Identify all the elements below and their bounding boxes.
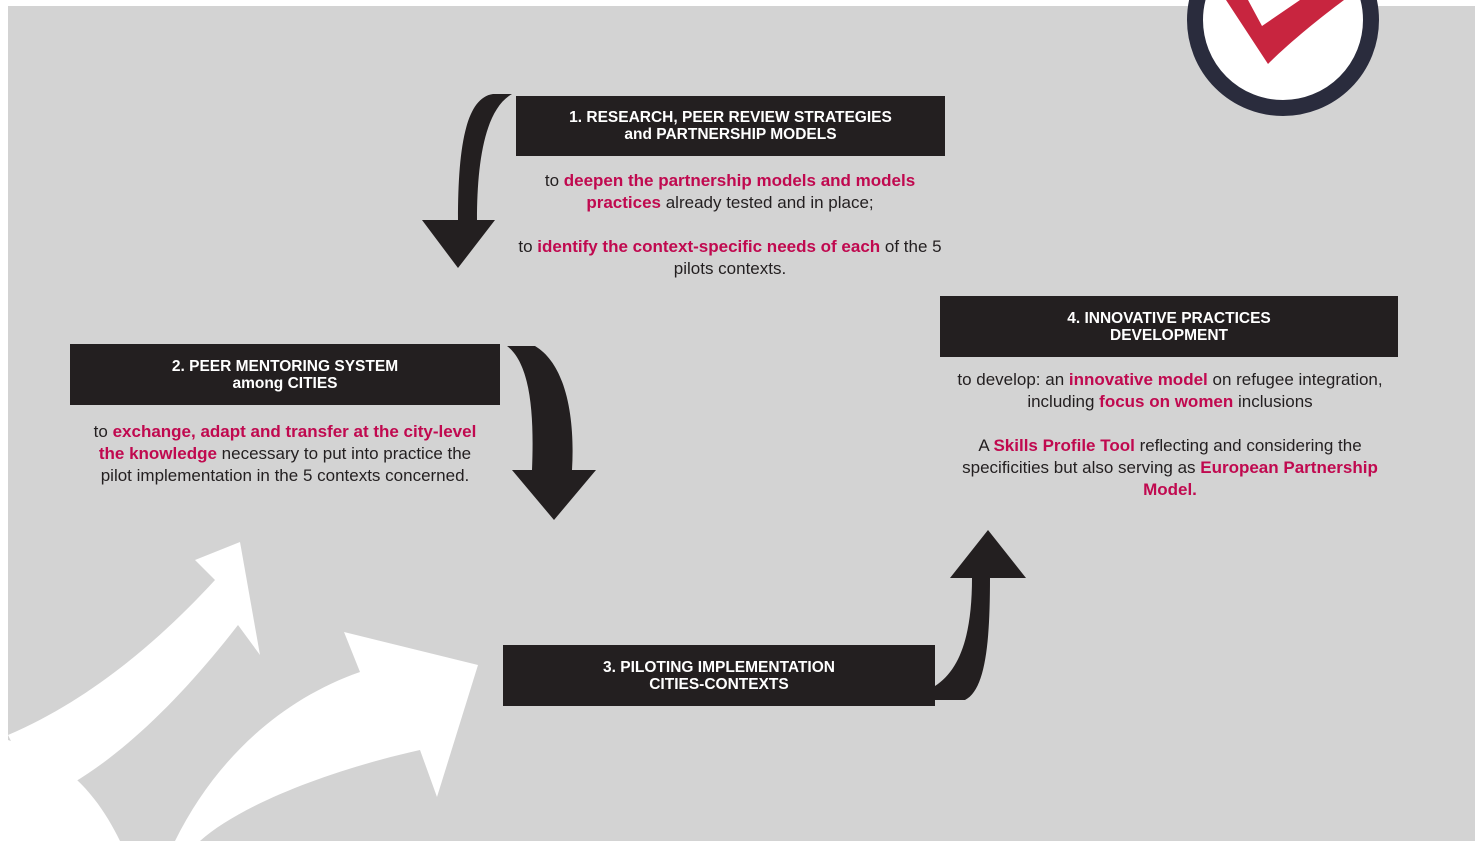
white-swoosh-arrow-back	[8, 542, 260, 800]
curved-arrow-step3-to-step4	[935, 530, 1026, 700]
checkmark-icon	[1226, 0, 1344, 64]
highlight-text: focus on women	[1099, 392, 1234, 411]
text: already tested and in place;	[661, 193, 874, 212]
step4-paragraph2: A Skills Profile Tool reflecting and con…	[948, 435, 1392, 501]
text: A	[978, 436, 994, 455]
step3-title-box: 3. PILOTING IMPLEMENTATION CITIES-CONTEX…	[503, 645, 935, 706]
highlight-text: innovative model	[1068, 370, 1208, 389]
step1-title-line2: and PARTNERSHIP MODELS	[624, 126, 837, 143]
step1-paragraph1: to deepen the partnership models and mod…	[512, 170, 948, 214]
text: to	[518, 237, 538, 256]
text: necessary to put into practice the pilot…	[100, 444, 472, 485]
step3-title-line1: 3. PILOTING IMPLEMENTATION	[603, 658, 835, 676]
step3-title-line2: CITIES-CONTEXTS	[649, 675, 789, 693]
step4-title-line2: DEVELOPMENT	[1110, 326, 1228, 344]
highlight-text: European Partnership Model.	[1143, 458, 1378, 499]
step1-paragraph2: to identify the context-specific needs o…	[512, 236, 948, 280]
step2-title-box: 2. PEER MENTORING SYSTEM among CITIES	[70, 344, 500, 405]
step1-title-line1: 1. RESEARCH, PEER REVIEW STRATEGIES	[569, 109, 892, 126]
highlight-text: exchange, adapt and transfer at the city…	[98, 422, 477, 463]
text: of the 5 pilots contexts.	[673, 237, 942, 278]
step4-paragraph1: to develop: an innovative model on refug…	[948, 369, 1392, 413]
text: on refugee integration, including	[1027, 370, 1383, 411]
step4-title-box: 4. INNOVATIVE PRACTICES DEVELOPMENT	[940, 296, 1398, 357]
highlight-text: deepen the partnership models and models…	[563, 171, 916, 212]
highlight-text: identify the context-specific needs of e…	[537, 237, 881, 256]
text: to	[93, 422, 113, 441]
logo-ring	[1187, 0, 1379, 116]
step4-title-line1: 4. INNOVATIVE PRACTICES	[1067, 309, 1271, 327]
curved-arrow-step2-to-step3	[507, 346, 596, 520]
step4-description: to develop: an innovative model on refug…	[948, 369, 1392, 501]
step1-description: to deepen the partnership models and mod…	[512, 170, 948, 280]
text: to develop: an	[957, 370, 1069, 389]
text: to	[544, 171, 564, 190]
text: inclusions	[1233, 392, 1313, 411]
step2-description: to exchange, adapt and transfer at the c…	[90, 421, 480, 487]
step2-title-line1: 2. PEER MENTORING SYSTEM	[171, 357, 399, 375]
text: reflecting and considering the specifici…	[962, 436, 1362, 477]
highlight-text: Skills Profile Tool	[993, 436, 1135, 455]
step2-paragraph1: to exchange, adapt and transfer at the c…	[90, 421, 480, 487]
white-swoosh-arrow-front	[8, 632, 478, 841]
step1-title-box: 1. RESEARCH, PEER REVIEW STRATEGIES and …	[516, 96, 945, 156]
step2-title-line2: among CITIES	[232, 374, 338, 392]
curved-arrow-step1-to-step2	[422, 94, 512, 268]
